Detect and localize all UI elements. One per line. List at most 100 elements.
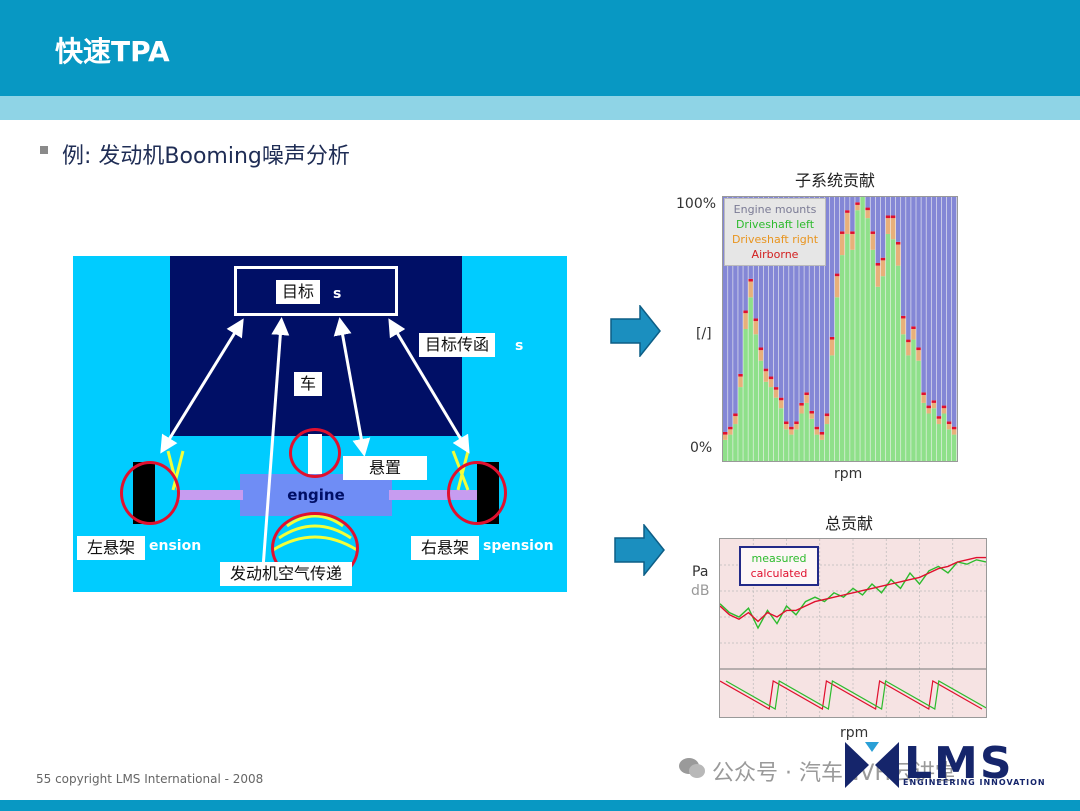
chart1-bar-segment [773,197,779,388]
chart1-bar-segment [885,197,891,216]
chart1-bar-segment [773,397,779,461]
chart1-bar-segment [723,431,728,435]
chart1-bar-segment [845,212,850,234]
chart1-bar-segment [855,197,860,203]
chart1-bar-segment [845,233,850,461]
chart1-bar-segment [834,273,840,277]
chart1-bar-segment [834,276,840,298]
chart1-bar-segment [753,321,759,335]
chart1-bar-segment [870,233,876,250]
chart1-bar-segment [926,197,931,406]
chart1-bar-segment [768,379,774,388]
transfer-fragment: s [515,338,524,354]
left-suspension-label: 左悬架 [77,536,146,560]
right-suspension-label: 右悬架 [411,536,480,560]
chart1-bar-segment [946,197,952,422]
chart1-bar-segment [916,360,921,461]
chart1-bar-segment [738,373,743,377]
target-transfer-label: 目标传函 [419,333,496,357]
chart1-bar-segment [799,197,804,403]
chart1-bar-segment [901,334,906,461]
chart2-series-calculated [719,556,986,623]
chart1-y-bottom-label: 0% [690,440,713,456]
chart1-bar-segment [865,197,870,208]
chart1-bar-segment [941,413,947,461]
chart1-bar-segment [768,387,774,461]
chart1-bar-segment [789,426,794,430]
left-suspension-ring [120,461,180,525]
chart1-bar-segment [875,263,881,266]
chart1-bar-segment [733,197,738,414]
chart1-bar-segment [921,197,926,393]
chart1-bar-segment [906,342,911,356]
chart1-y-top-label: 100% [676,196,717,212]
tpa-diagram: engine s s ension spension 目标 目标传函 车 悬置 [73,256,567,592]
chart1-bar-segment [931,197,937,401]
chart1-bar-segment [763,381,769,461]
bullet-text: 例: 发动机Booming噪声分析 [62,144,350,169]
chart1-bar-segment [804,402,809,461]
wechat-icon [679,758,705,778]
chart1-bar-segment [763,197,769,369]
chart1-bar-segment [890,218,896,240]
chart1-bar-segment [738,376,743,388]
chart1-bar-segment [784,421,789,425]
chart1-bar-segment [911,329,916,340]
chart2-legend-item: calculated [750,567,808,580]
chart1-bar-segment [951,429,957,435]
chart1-bar-segment [728,426,733,430]
footer-copyright: 55 copyright LMS International - 2008 [36,772,264,786]
chart1-bar-segment [778,197,784,398]
chart1-bar-segment [829,336,835,340]
chart1-bar-segment [921,392,926,395]
chart1-bar-segment [875,265,881,287]
airborne-label: 发动机空气传递 [220,562,353,586]
lms-logo-icon [845,742,899,788]
chart1-bar-segment [926,408,931,414]
chart1-bar-segment [824,416,830,425]
chart1-bar-segment [911,339,916,461]
chart1-bar-segment [758,350,764,361]
right-suspension-fragment: spension [483,538,554,554]
chart1-bar-segment [906,355,911,461]
chart1-bar-segment [850,233,855,250]
chart1-bar-segment [804,197,809,393]
chart1-bar-segment [865,210,870,219]
chart1-bar-segment [743,313,748,329]
chart1-bar-segment [850,197,855,232]
chart1-bar-segment [855,202,860,205]
chart1-bar-segment [778,400,784,409]
mount-ring [289,428,341,478]
chart1-y-unit-label: [/] [696,326,712,342]
chart1-bar-segment [778,397,784,401]
right-driveshaft [389,490,477,500]
chart1-bar-segment [880,260,886,277]
chart1-bar-segment [748,297,753,461]
chart1-bar-segment [799,405,804,414]
chart1-bar-segment [809,197,814,411]
chart1-bar-segment [794,424,799,430]
chart1-bar-segment [845,210,850,213]
chart1-bar-segment [895,244,901,266]
chart1-bar-segment [946,429,952,461]
chart1-bar-segment [916,347,921,351]
chart1-bar-segment [738,387,743,461]
chart2-legend: measured calculated [739,546,819,586]
chart1-bar-segment [789,197,794,427]
chart1-bar-segment [743,310,748,314]
chart1-bar-segment [885,218,891,234]
chart1-bar-segment [789,429,794,435]
chart1-bar-segment [784,197,789,422]
chart1-bar-segment [931,408,937,461]
chart1-bar-segment [850,231,855,234]
chart2-y-unit-label: Pa [692,564,709,580]
chart1-bar-segment [941,197,947,406]
right-arrow-icon [614,524,665,576]
chart2-legend-item: measured [751,552,807,565]
chart1-bar-segment [819,197,825,432]
chart1-bar-segment [946,421,952,425]
chart1-bar-segment [778,408,784,461]
chart2-x-label: rpm [840,725,869,741]
chart1-bar-segment [768,197,774,377]
chart1-bar-segment [875,286,881,461]
